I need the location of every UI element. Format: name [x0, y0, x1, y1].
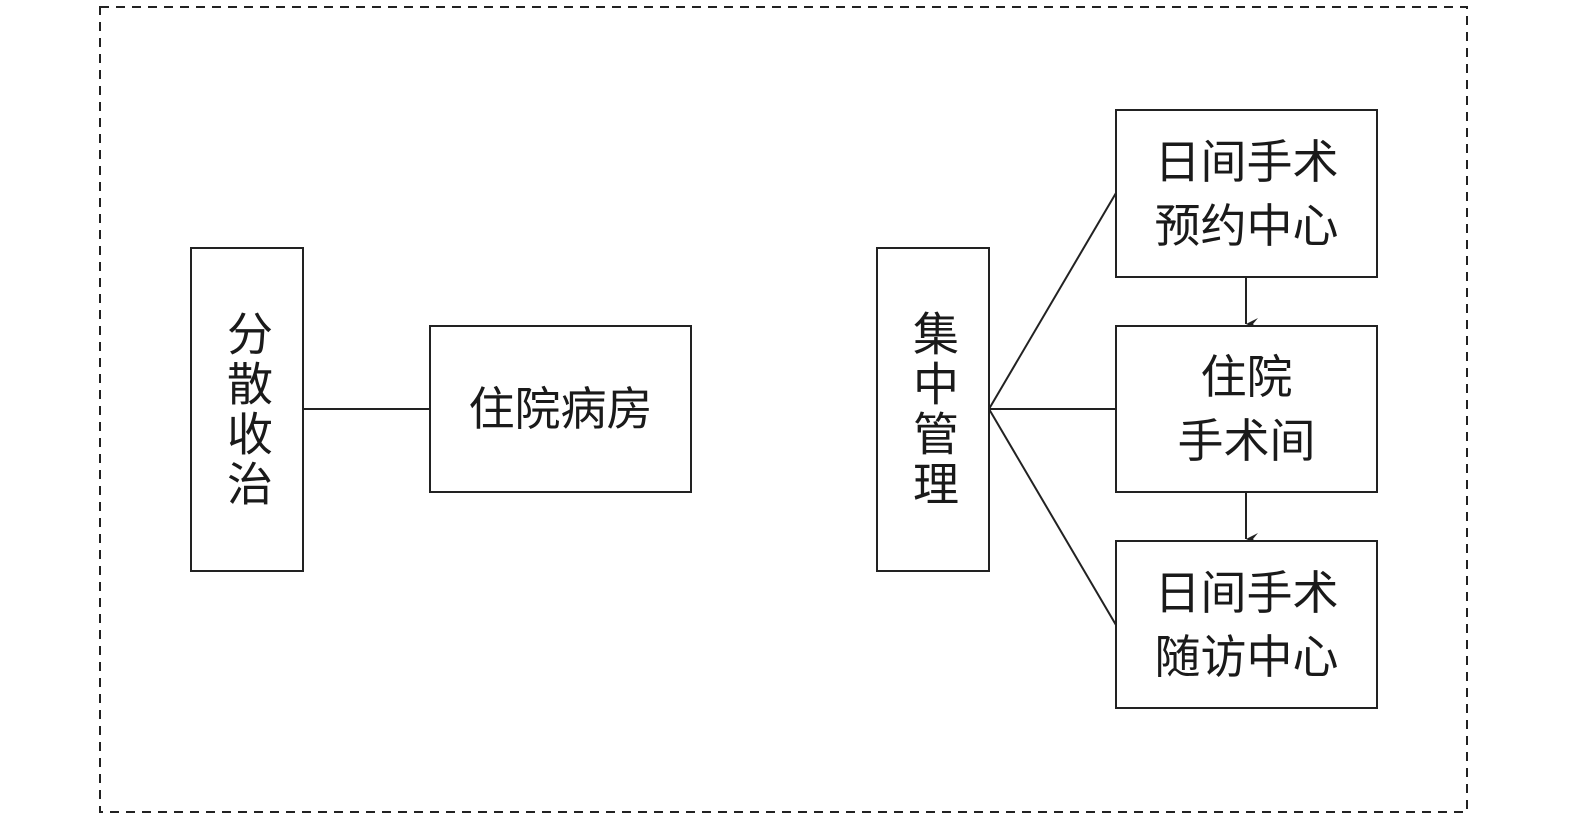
booking-line2: 预约中心 [1154, 198, 1339, 253]
connector-to-booking [988, 192, 1117, 410]
box-decentralized: 分散收治 [190, 247, 304, 572]
box-centralized: 集中管理 [876, 247, 990, 572]
or-line1: 住院 [1200, 350, 1293, 404]
connector-to-followup [988, 408, 1117, 626]
box-operating-room: 住院 手术间 [1115, 325, 1378, 493]
box-inpatient-ward: 住院病房 [429, 325, 692, 493]
inpatient-ward-label: 住院病房 [468, 382, 653, 436]
followup-line1: 日间手术 [1154, 565, 1339, 620]
centralized-label: 集中管理 [906, 309, 960, 510]
box-booking-center: 日间手术 预约中心 [1115, 109, 1378, 278]
or-line2: 手术间 [1177, 414, 1316, 468]
followup-line2: 随访中心 [1154, 629, 1339, 684]
dashed-frame [99, 6, 1468, 813]
box-followup-center: 日间手术 随访中心 [1115, 540, 1378, 709]
decentralized-label: 分散收治 [220, 309, 274, 510]
booking-line1: 日间手术 [1154, 134, 1339, 189]
